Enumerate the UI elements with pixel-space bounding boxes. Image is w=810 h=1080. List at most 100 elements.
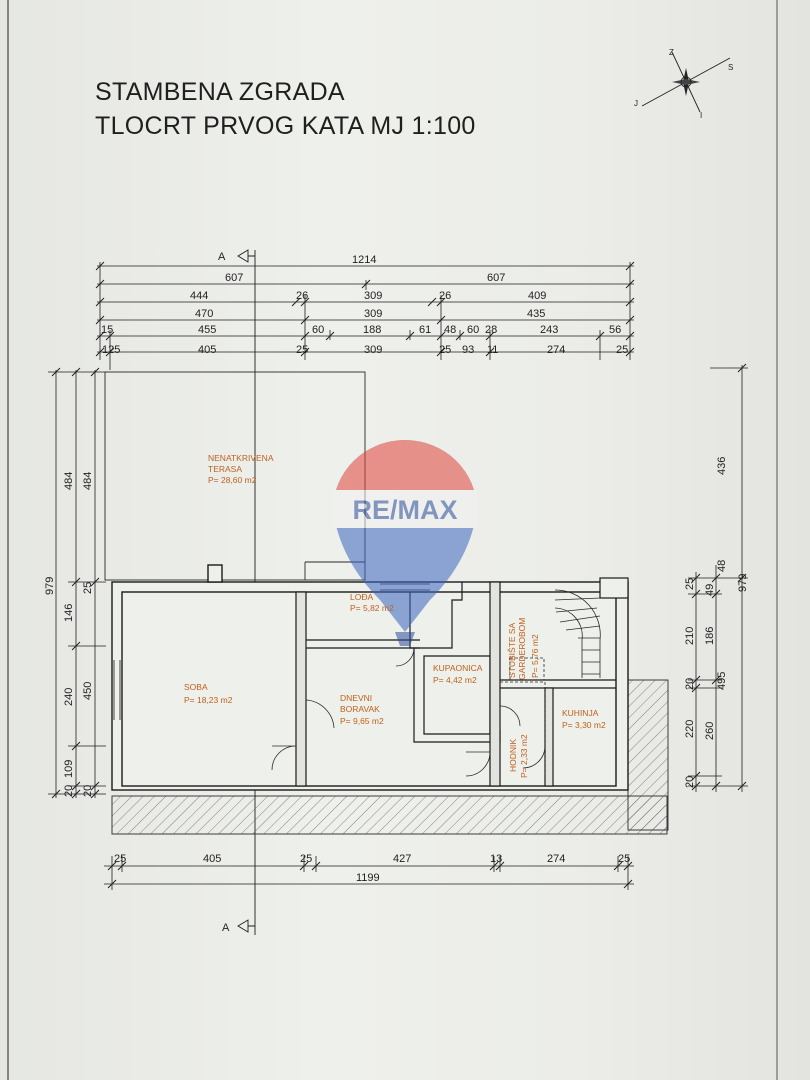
room-stairs-area: P= 5,76 m2 [530,634,540,678]
dim-right-mid-3: 260 [704,722,716,740]
dim-top-r3-4: 26 [439,290,451,302]
room-bathroom-area: P= 4,42 m2 [433,675,477,685]
dim-left-outer: 979 [44,577,56,595]
room-label-kitchen: KUHINJA P= 3,30 m2 [562,708,606,730]
dim-bottom-4: 427 [393,853,411,865]
dim-top-r4-2: 309 [364,308,382,320]
dim-top-r4-1: 470 [195,308,213,320]
dim-top-r3-2: 26 [296,290,308,302]
dim-top-r6-9: 25 [616,344,628,356]
exterior-walls [111,564,629,791]
dim-top-total: 1214 [352,254,376,266]
dim-right-outer-3: 495 [716,672,728,690]
dim-left-inner-4: 20 [82,785,94,797]
right-dimension-ticks [691,363,747,791]
room-living-name2: BORAVAK [340,704,380,714]
dim-bottom-3: 25 [300,853,312,865]
dim-top-r3-1: 444 [190,290,208,302]
room-label-staircase: STUBIŠTE SA GARDEROBOM P= 5,76 m2 [507,618,540,680]
dim-top-r5-5: 61 [419,324,431,336]
compass-label-west: J [634,99,638,108]
room-hallway-area: P= 2,33 m2 [519,734,529,778]
room-label-loggia: LOĐA P= 5,82 m2 [350,592,394,613]
left-dimension-ticks [51,367,100,799]
dim-left-mid-5: 20 [63,785,75,797]
dim-right-inner-3: 20 [684,678,696,690]
dim-bottom-6: 274 [547,853,565,865]
dim-bottom-5: 13 [490,853,502,865]
dim-right-mid-2: 186 [704,627,716,645]
remax-watermark: RE/MAX [333,440,477,646]
dim-right-inner-4: 220 [684,720,696,738]
room-terrace-area: P= 28,60 m2 [208,475,257,485]
room-stairs-name2: GARDEROBOM [517,618,527,680]
dim-top-r6-5: 25 [439,344,451,356]
section-marker-top: A [218,251,226,263]
dim-top-r6-6: 93 [462,344,474,356]
dim-left-mid-4: 109 [63,760,75,778]
dim-top-r5-2: 455 [198,324,216,336]
room-bedroom-name: SOBA [184,682,208,692]
dim-left-inner-3: 450 [82,682,94,700]
dim-top-r5-8: 28 [485,324,497,336]
dim-top-r2-2: 607 [487,272,505,284]
room-loggia-name: LOĐA [350,592,373,602]
dim-top-r5-10: 56 [609,324,621,336]
compass-label-east: S [728,63,733,72]
dim-top-r6-7: 11 [487,344,498,356]
dim-top-r4-3: 435 [527,308,545,320]
balcony-hatch [111,679,669,835]
dim-top-r3-3: 309 [364,290,382,302]
room-kitchen-name: KUHINJA [562,708,599,718]
room-living-area: P= 9,65 m2 [340,716,384,726]
dim-top-r5-4: 188 [363,324,381,336]
room-label-terrace: NENATKRIVENA TERASA P= 28,60 m2 [208,453,274,485]
dim-right-inner-2: 210 [684,627,696,645]
dim-top-r6-3: 25 [296,344,308,356]
dim-right-outer-2: 48 [716,560,728,572]
compass-label-south: I [700,111,702,120]
dim-left-inner-1: 484 [82,472,94,490]
room-label-hallway: HODNIK P= 2,33 m2 [508,734,529,778]
room-terrace-name2: TERASA [208,464,242,474]
dim-bottom-2: 405 [203,853,221,865]
room-label-bathroom: KUPAONICA P= 4,42 m2 [433,663,483,685]
interior-walls [295,577,629,787]
room-label-living: DNEVNI BORAVAK P= 9,65 m2 [340,693,384,726]
room-terrace-name: NENATKRIVENA [208,453,274,463]
room-bedroom-area: P= 18,23 m2 [184,695,233,705]
dim-left-mid-2: 146 [63,604,75,622]
dim-bottom-total: 1199 [356,872,380,884]
dim-top-r6-2: 405 [198,344,216,356]
compass-label-north: Z [669,48,674,57]
room-stairs-name: STUBIŠTE SA [507,622,517,678]
drawing-title: STAMBENA ZGRADA [95,78,345,106]
room-living-name: DNEVNI [340,693,372,703]
top-dimension-ticks [95,261,635,357]
drawing-subtitle: TLOCRT PRVOG KATA MJ 1:100 [95,112,476,140]
dim-top-r5-3: 60 [312,324,324,336]
room-kitchen-area: P= 3,30 m2 [562,720,606,730]
dim-right-inner-1: 25 [684,578,696,590]
room-bathroom-name: KUPAONICA [433,663,483,673]
dim-right-inner-5: 20 [684,776,696,788]
dim-top-r3-5: 409 [528,290,546,302]
bottom-dimension-ticks [107,861,633,889]
room-hallway-name: HODNIK [508,739,518,772]
north-arrow-icon: Z S I J [634,48,733,120]
dim-top-r2-1: 607 [225,272,243,284]
dim-bottom-1: 25 [114,853,126,865]
dim-right-mid-1: 49 [704,584,716,596]
staircase [500,589,601,778]
left-dimension-lines [48,370,106,798]
dim-right-outer-4: 979 [737,574,749,592]
dim-top-r5-6: 48 [444,324,456,336]
remax-logo-text: RE/MAX [352,495,457,525]
dim-top-r6-8: 274 [547,344,565,356]
dim-right-outer-1: 436 [716,457,728,475]
dim-top-r5-1: 15 [101,324,113,336]
room-label-bedroom: SOBA P= 18,23 m2 [184,682,233,705]
dim-top-r6-1: 125 [102,344,120,356]
